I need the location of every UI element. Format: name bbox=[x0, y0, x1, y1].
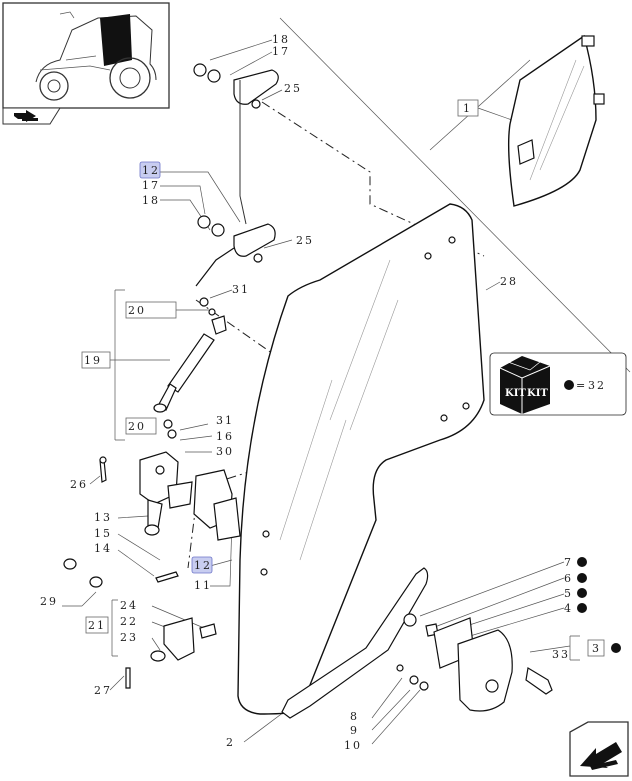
callout-31[interactable]: 31 bbox=[216, 414, 234, 427]
callout-2[interactable]: 2 bbox=[226, 736, 235, 749]
callout-7[interactable]: 7 bbox=[564, 556, 573, 569]
callout-3[interactable]: 3 bbox=[592, 642, 601, 655]
callout-15[interactable]: 15 bbox=[94, 527, 112, 540]
tractor-thumbnail-icon bbox=[35, 11, 157, 101]
callout-1[interactable]: 1 bbox=[463, 102, 472, 115]
callout-25[interactable]: 25 bbox=[284, 82, 302, 95]
callout-8[interactable]: 8 bbox=[350, 710, 359, 723]
callout-33[interactable]: 33 bbox=[552, 648, 570, 661]
callout-5[interactable]: 5 bbox=[564, 587, 573, 600]
callout-12[interactable]: 12 bbox=[194, 559, 212, 572]
callout-18[interactable]: 18 bbox=[272, 33, 290, 46]
arrow-nav-icon[interactable] bbox=[14, 110, 38, 122]
kit-badge-left: KIT bbox=[505, 388, 526, 399]
callout-28[interactable]: 28 bbox=[500, 275, 518, 288]
reference-labels: 18 17 25 1 12 17 18 25 28 31 20 19 20 31… bbox=[40, 33, 621, 752]
callout-6[interactable]: 6 bbox=[564, 572, 573, 585]
kit-badge-right: KIT bbox=[527, 388, 548, 399]
callout-23[interactable]: 23 bbox=[120, 631, 138, 644]
arrow-return-icon[interactable] bbox=[580, 742, 622, 770]
kit-dot-icon bbox=[611, 643, 621, 653]
callout-10[interactable]: 10 bbox=[344, 739, 362, 752]
kit-legend-ref: 32 bbox=[588, 379, 606, 392]
callout-11[interactable]: 11 bbox=[194, 579, 212, 592]
callout-12[interactable]: 12 bbox=[142, 164, 160, 177]
kit-dot-icon bbox=[577, 603, 587, 613]
callout-26[interactable]: 26 bbox=[70, 478, 88, 491]
seal-and-handle bbox=[281, 567, 553, 719]
callout-31[interactable]: 31 bbox=[232, 283, 250, 296]
callout-20[interactable]: 20 bbox=[128, 420, 146, 433]
kit-box-icon bbox=[499, 356, 551, 414]
leader-lines bbox=[62, 17, 631, 745]
callout-9[interactable]: 9 bbox=[350, 724, 359, 737]
callout-13[interactable]: 13 bbox=[94, 511, 112, 524]
callout-20[interactable]: 20 bbox=[128, 304, 146, 317]
callout-24[interactable]: 24 bbox=[120, 599, 138, 612]
callout-17[interactable]: 17 bbox=[142, 179, 160, 192]
callout-21[interactable]: 21 bbox=[88, 619, 106, 632]
callout-14[interactable]: 14 bbox=[94, 542, 112, 555]
kit-dot-icon bbox=[577, 557, 587, 567]
callout-30[interactable]: 30 bbox=[216, 445, 234, 458]
callout-25[interactable]: 25 bbox=[296, 234, 314, 247]
kit-legend-equals: = bbox=[576, 379, 587, 392]
kit-dot-icon bbox=[577, 588, 587, 598]
callout-17[interactable]: 17 bbox=[272, 45, 290, 58]
callout-19[interactable]: 19 bbox=[84, 354, 102, 367]
upper-hinge bbox=[193, 63, 279, 225]
lower-hinge bbox=[195, 215, 276, 287]
callout-18[interactable]: 18 bbox=[142, 194, 160, 207]
door-assembly-part-1 bbox=[507, 34, 605, 207]
corner-nav[interactable] bbox=[569, 721, 629, 777]
kit-dot-icon bbox=[577, 573, 587, 583]
callout-27[interactable]: 27 bbox=[94, 684, 112, 697]
callout-16[interactable]: 16 bbox=[216, 430, 234, 443]
tractor-thumbnail[interactable] bbox=[2, 2, 170, 125]
gas-strut bbox=[153, 297, 227, 439]
latch-assembly bbox=[63, 451, 241, 689]
callout-29[interactable]: 29 bbox=[40, 595, 58, 608]
callout-4[interactable]: 4 bbox=[564, 602, 573, 615]
kit-legend-box: KIT KIT = 32 bbox=[489, 352, 627, 416]
callout-22[interactable]: 22 bbox=[120, 615, 138, 628]
kit-dot-icon bbox=[564, 380, 574, 390]
